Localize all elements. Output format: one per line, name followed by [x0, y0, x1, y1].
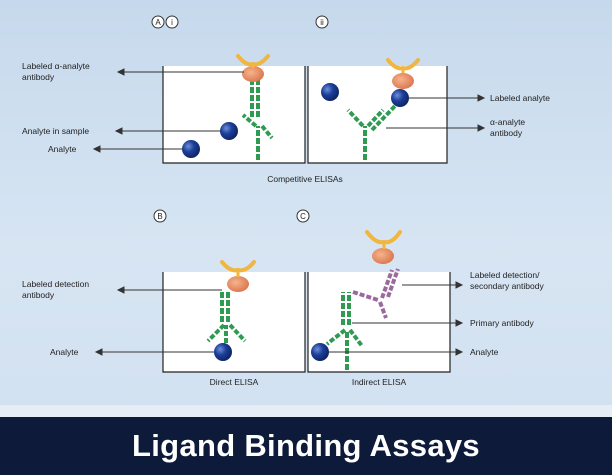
label-labeled-detection-antibody: Labeled detection [22, 279, 89, 289]
title-banner: Ligand Binding Assays [0, 417, 612, 475]
label-labeled-analyte: Labeled analyte [490, 93, 550, 103]
anti-analyte-antibody [346, 104, 397, 160]
primary-antibody [325, 292, 364, 370]
analyte-in-sample-sphere [220, 122, 238, 140]
indirect-analyte-sphere [311, 343, 329, 361]
label-anti-analyte-antibody: α-analyte [490, 117, 525, 127]
figure-bottom-strip [0, 405, 612, 417]
label-analyte-in-sample: Analyte in sample [22, 126, 89, 136]
label-analyte-top: Analyte [48, 144, 77, 154]
label-anti-analyte-antibody-2: antibody [490, 128, 523, 138]
free-analyte-sphere [321, 83, 339, 101]
caption-direct: Direct ELISA [210, 377, 259, 387]
panel-marker-a: A i [151, 15, 179, 29]
caption-indirect: Indirect ELISA [352, 377, 407, 387]
labeled-anti-analyte-antibody [236, 54, 274, 160]
banner-title: Ligand Binding Assays [132, 428, 480, 463]
label-primary-antibody: Primary antibody [470, 318, 535, 328]
label-analyte-bottom-right: Analyte [470, 347, 499, 357]
indirect-well [307, 272, 451, 373]
label-analyte-bottom-left: Analyte [50, 347, 79, 357]
elisa-diagram-svg: A i ii B C [0, 15, 612, 417]
label-labeled-anti-analyte-antibody-2: antibody [22, 72, 55, 82]
caption-competitive: Competitive ELISAs [267, 174, 343, 184]
panel-marker-b-text: B [157, 212, 162, 221]
label-labeled-anti-analyte-antibody: Labeled α-analyte [22, 61, 90, 71]
secondary-antibody [352, 230, 402, 319]
direct-well [162, 272, 306, 373]
panel-marker-a-ii-text: ii [320, 18, 324, 27]
elisa-diagram: A i ii B C [0, 0, 612, 417]
panel-marker-c-text: C [300, 212, 306, 221]
direct-analyte-sphere [214, 343, 232, 361]
labeled-analyte-complex [386, 58, 420, 107]
panel-marker-a-ii: ii [315, 15, 329, 29]
leader-lines [92, 68, 486, 356]
panel-marker-b: B [153, 209, 167, 223]
panel-marker-a-text: A [155, 18, 161, 27]
label-labeled-detection-secondary-2: secondary antibody [470, 281, 544, 291]
analyte-sphere [182, 140, 200, 158]
label-labeled-detection-antibody-2: antibody [22, 290, 55, 300]
label-labeled-detection-secondary: Labeled detection/ [470, 270, 540, 280]
panel-marker-a-sub-text: i [171, 18, 173, 27]
direct-detection-antibody [206, 260, 256, 343]
panel-marker-c: C [296, 209, 310, 223]
